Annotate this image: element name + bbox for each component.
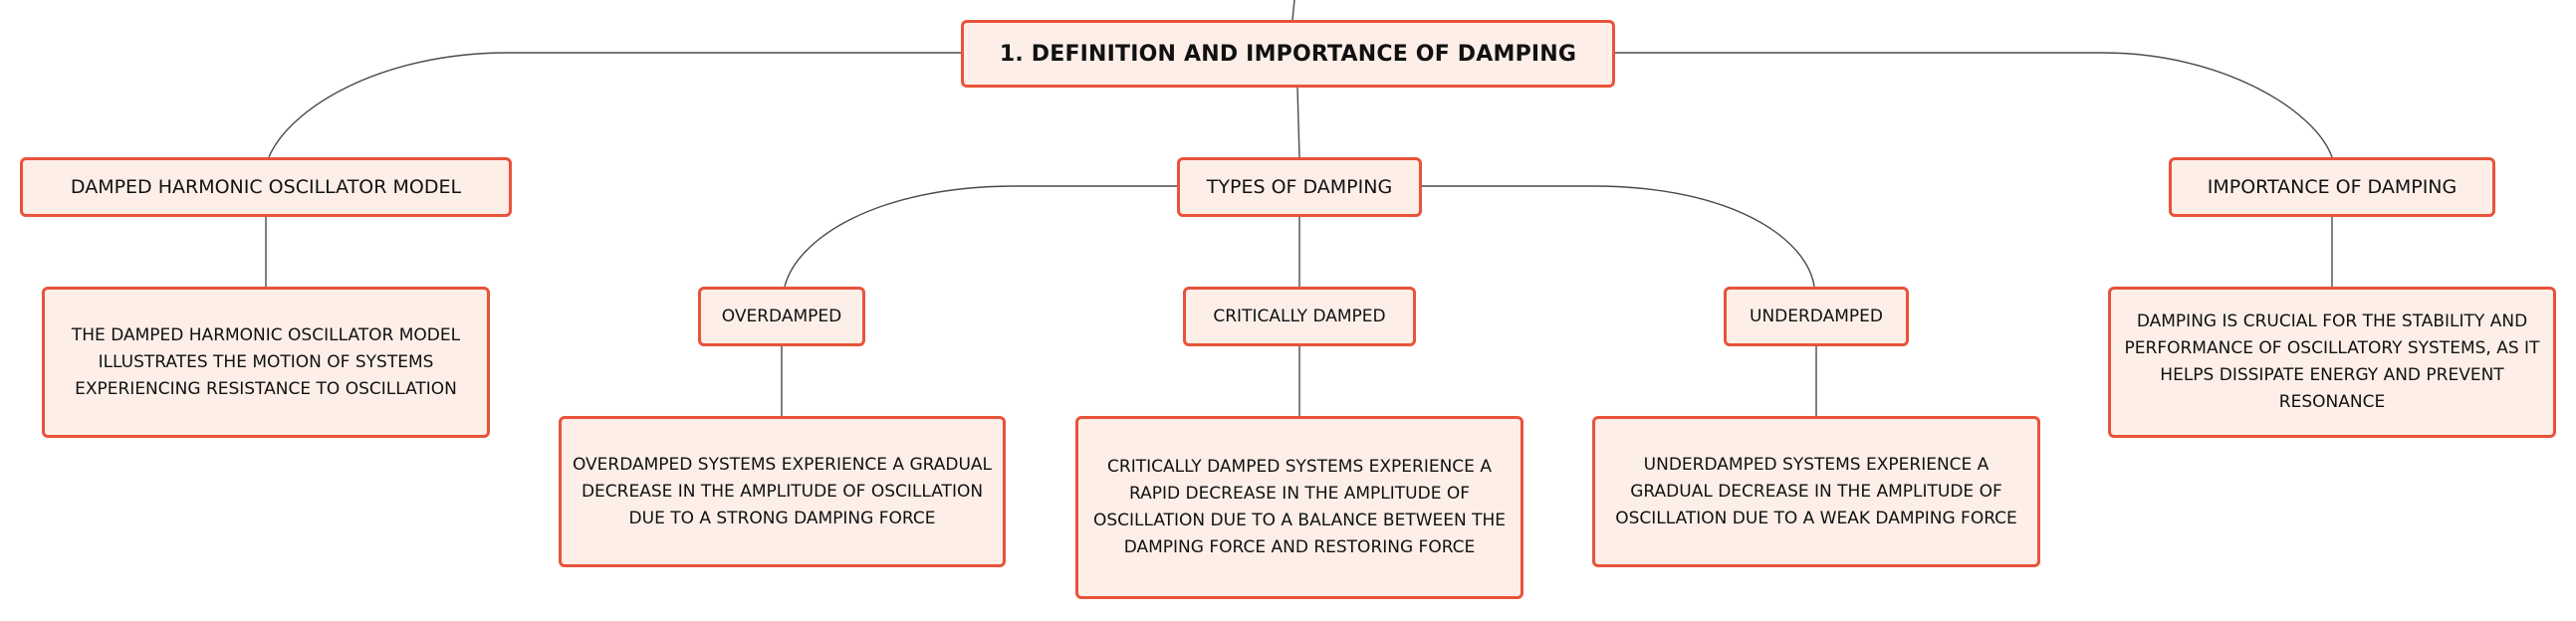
overdamped-description-text: Overdamped systems experience a gradual … — [572, 454, 993, 528]
edge-root-to-model — [268, 52, 961, 158]
critically-damped-node-label: Critically Damped — [1213, 307, 1386, 326]
overdamped-node[interactable]: Overdamped — [698, 287, 865, 346]
model-node-label: Damped Harmonic Oscillator Model — [70, 176, 462, 198]
underdamped-node[interactable]: Underdamped — [1724, 287, 1909, 346]
importance-description-text: Damping is crucial for the stability and… — [2124, 311, 2540, 412]
critically-damped-node[interactable]: Critically Damped — [1183, 287, 1416, 346]
root-node[interactable]: 1. Definition and Importance of Damping — [961, 20, 1615, 88]
critically-damped-description-node[interactable]: Critically damped systems experience a r… — [1075, 416, 1523, 599]
model-node[interactable]: Damped Harmonic Oscillator Model — [20, 157, 512, 217]
types-node[interactable]: Types of Damping — [1177, 157, 1422, 217]
edge-root-to-types — [1296, 87, 1300, 158]
underdamped-description-node[interactable]: Underdamped systems experience a gradual… — [1592, 416, 2040, 567]
model-description-node[interactable]: The damped harmonic oscillator model ill… — [42, 287, 490, 438]
edge-types-to-underdamped — [1422, 185, 1815, 288]
edge-types-to-overdamped — [784, 185, 1177, 288]
underdamped-description-text: Underdamped systems experience a gradual… — [1615, 454, 2017, 528]
types-node-label: Types of Damping — [1206, 176, 1393, 198]
root-node-label: 1. Definition and Importance of Damping — [999, 41, 1577, 67]
edge-parent-to-root — [1291, 0, 1295, 21]
overdamped-node-label: Overdamped — [721, 307, 842, 326]
importance-description-node[interactable]: Damping is crucial for the stability and… — [2108, 287, 2556, 438]
importance-node-label: Importance of Damping — [2207, 176, 2458, 198]
underdamped-node-label: Underdamped — [1750, 307, 1883, 326]
importance-node[interactable]: Importance of Damping — [2169, 157, 2495, 217]
overdamped-description-node[interactable]: Overdamped systems experience a gradual … — [559, 416, 1006, 567]
critically-damped-description-text: Critically damped systems experience a r… — [1092, 457, 1507, 557]
model-description-text: The damped harmonic oscillator model ill… — [71, 324, 461, 399]
edge-root-to-importance — [1615, 52, 2333, 158]
